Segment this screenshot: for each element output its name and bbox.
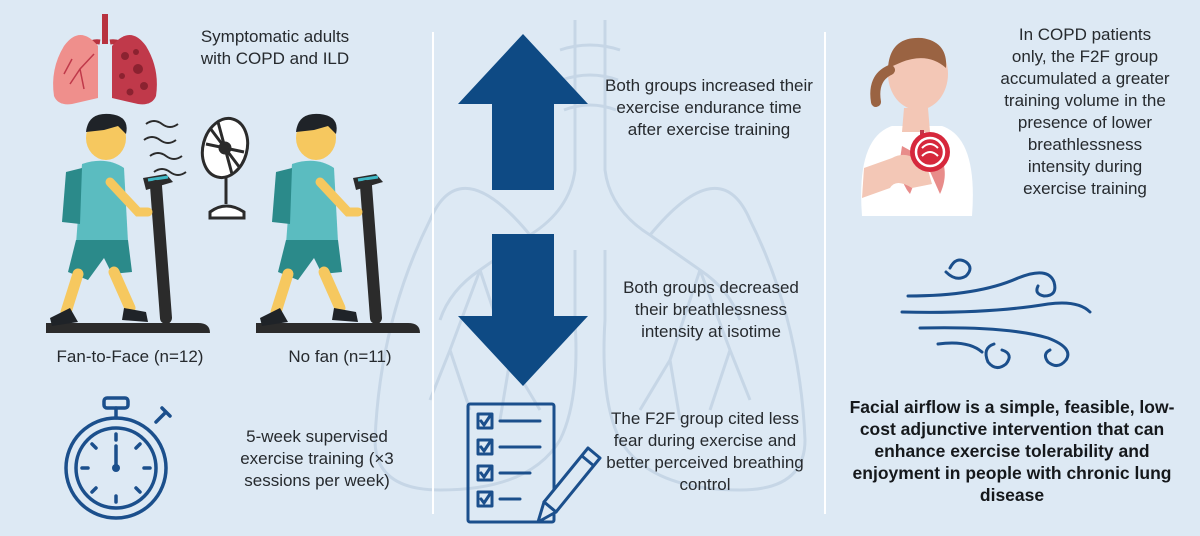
arrow-down-icon [458, 234, 588, 386]
wind-icon [900, 258, 1092, 369]
stopwatch-icon [64, 396, 172, 520]
breathlessness-text: Both groups decreased their breathlessne… [623, 278, 799, 341]
endurance-text: Both groups increased their exercise end… [605, 76, 813, 139]
nofan-group-label: No fan (n=11) [288, 347, 392, 366]
conclusion-text: Facial airflow is a simple, feasible, lo… [849, 397, 1175, 505]
treadmill-icon [256, 174, 420, 333]
checklist-icon [466, 402, 556, 524]
fan-group-label: Fan-to-Face (n=12) [56, 347, 204, 366]
lungs-icon [53, 14, 157, 105]
fan-icon [143, 116, 250, 220]
treadmill-icon [46, 174, 210, 333]
patient-icon [861, 37, 973, 216]
divider-left [432, 32, 434, 514]
runner-icon [50, 113, 153, 326]
copd-text: In COPD patients only, the F2F group acc… [1000, 25, 1170, 198]
pencil-icon [536, 446, 602, 524]
fear-text: The F2F group cited less fear during exe… [606, 409, 804, 494]
runner-icon [260, 113, 363, 326]
population-text: Symptomatic adults with COPD and ILD [200, 27, 350, 68]
arrow-up-icon [458, 34, 588, 190]
background-lungs-icon [373, 20, 807, 492]
divider-right [824, 32, 826, 514]
training-text: 5-week supervised exercise training (×3 … [240, 427, 394, 490]
